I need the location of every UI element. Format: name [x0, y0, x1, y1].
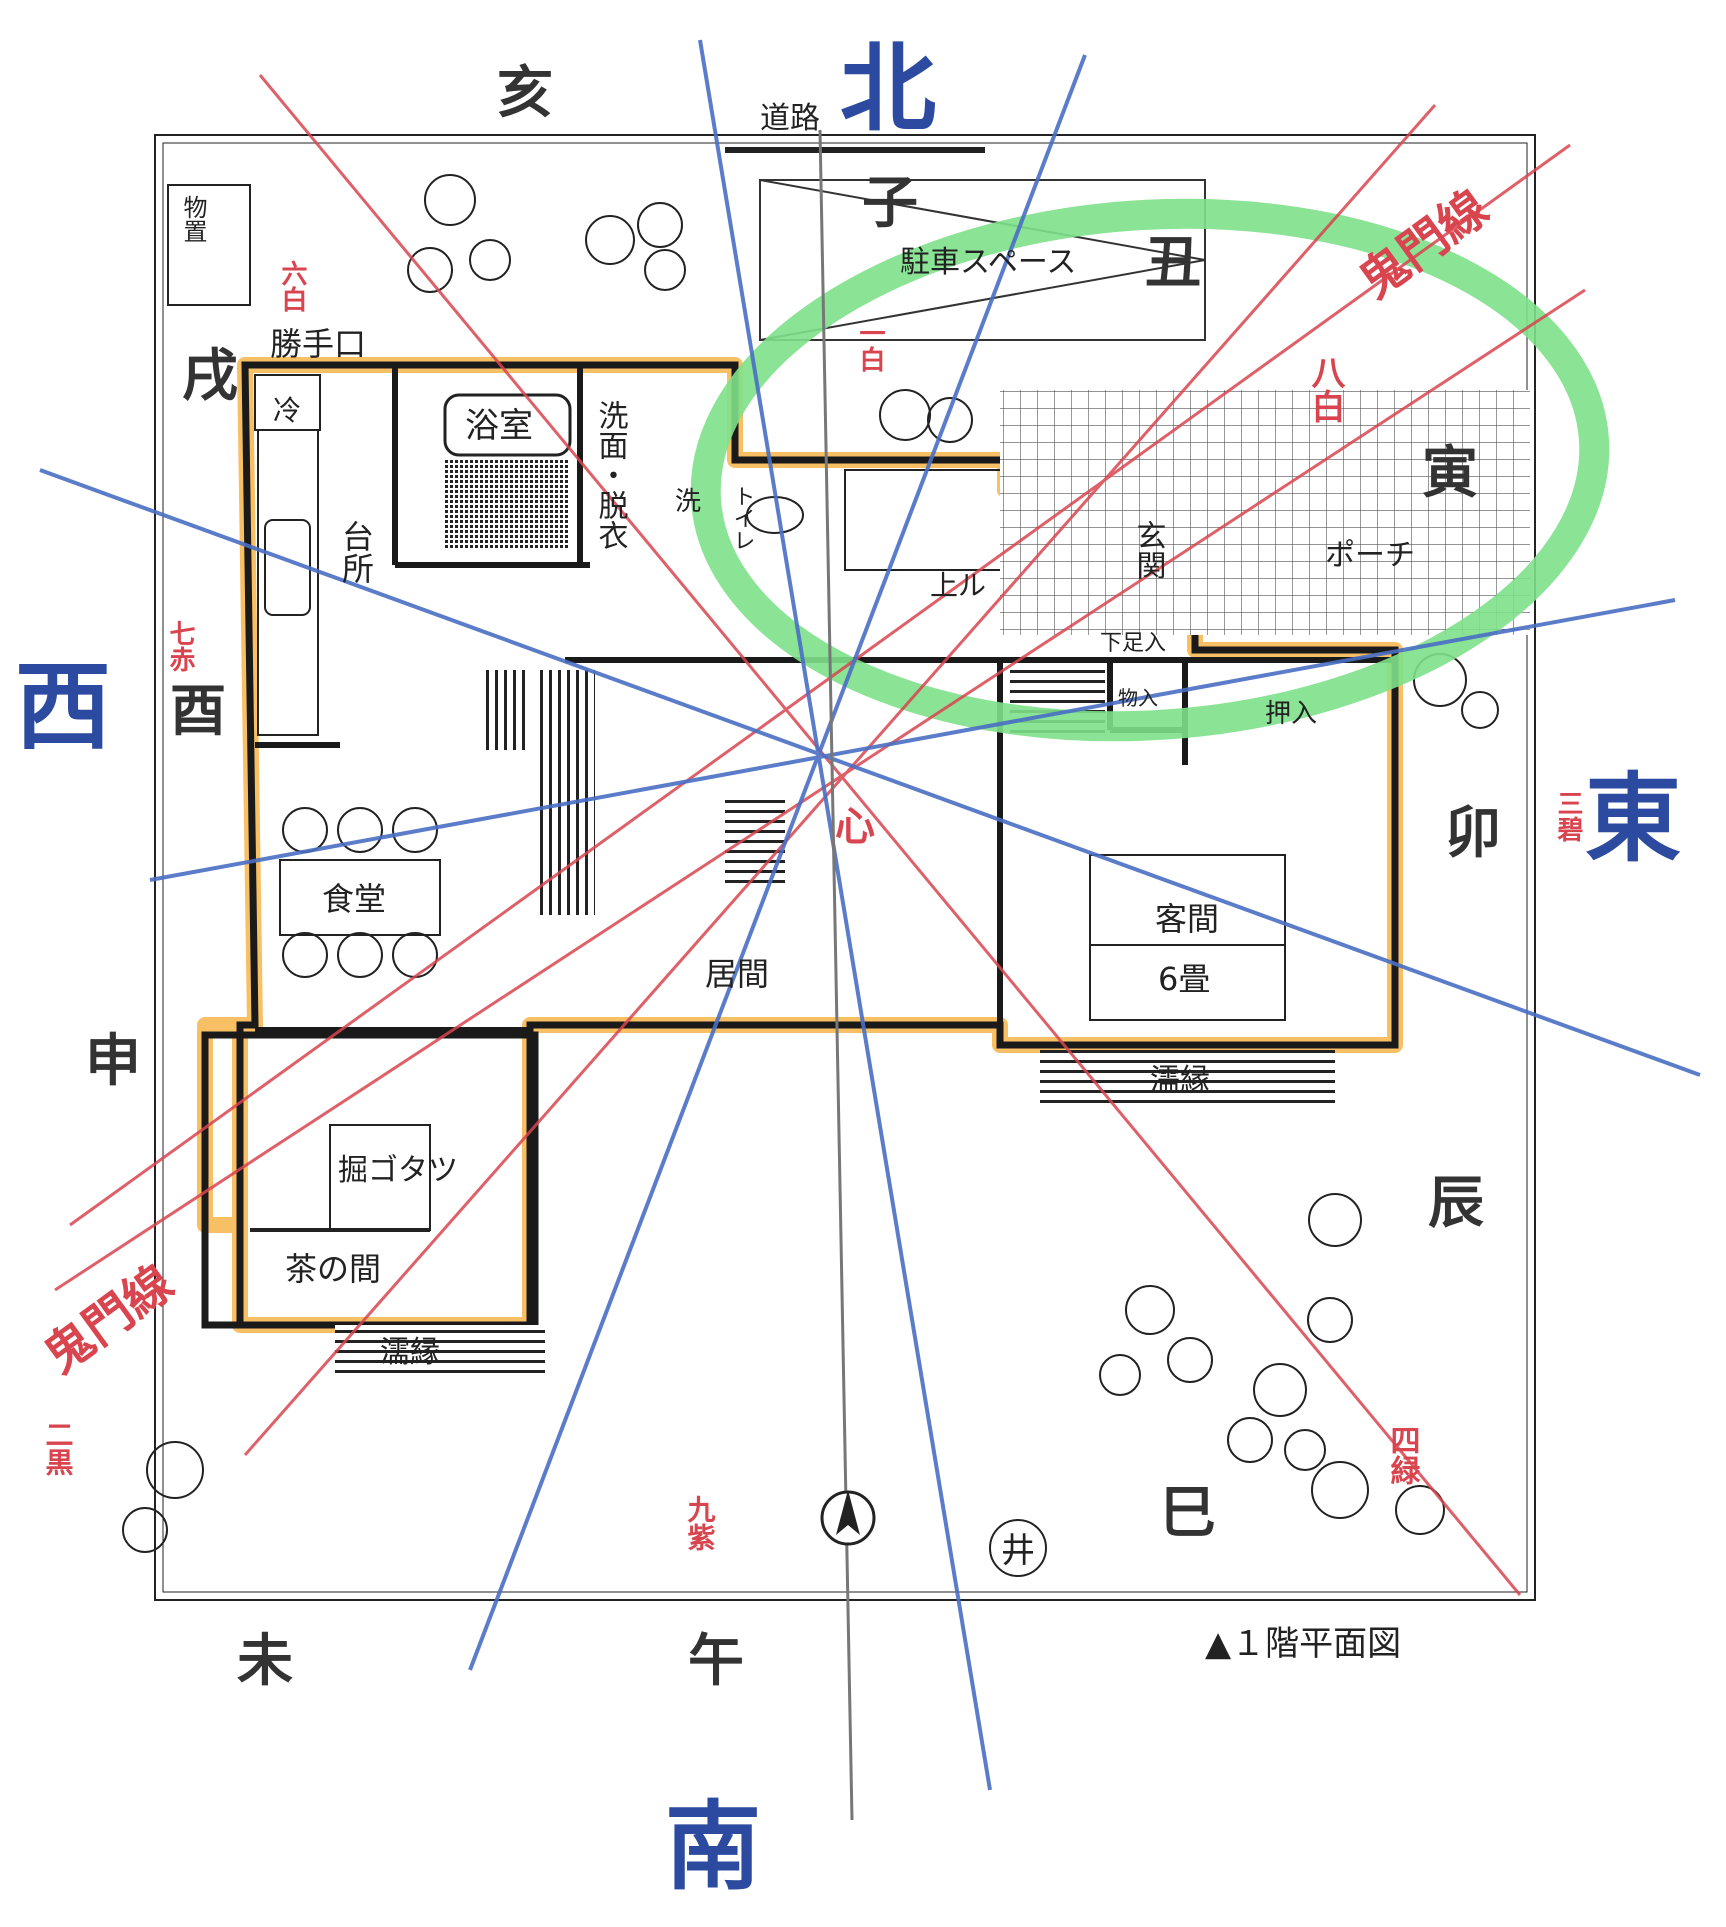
- closet-label: 押入: [1265, 699, 1317, 729]
- cardinal-directions: 北 南 東 西: [15, 32, 1681, 1903]
- star-east: 三碧: [1553, 790, 1584, 842]
- parking-label: 駐車スペース: [900, 245, 1076, 280]
- west-label: 西: [15, 650, 111, 763]
- zodiac-ushi: 丑: [1145, 231, 1201, 296]
- bath-label: 浴室: [465, 406, 533, 446]
- zodiac-mi: 巳: [1160, 1481, 1216, 1546]
- star-north: 一白: [855, 320, 885, 372]
- highlight-ellipse: [690, 198, 1610, 742]
- star-west: 七赤: [165, 620, 195, 672]
- guest-room-label: 客間: [1155, 900, 1219, 938]
- red-sector-lines: [54, 74, 1586, 1596]
- star-southeast: 四緑: [1385, 1425, 1421, 1485]
- star-northwest: 六白: [277, 260, 307, 312]
- zodiac-uma: 午: [688, 1629, 744, 1694]
- zodiac-inu: 戌: [182, 344, 238, 409]
- stairs-up-label: 上ル: [930, 569, 986, 602]
- dining-label: 食堂: [322, 880, 386, 918]
- kitchen-label: 台所: [337, 520, 375, 584]
- zodiac-hai: 亥: [497, 61, 553, 126]
- east-label: 東: [1585, 762, 1681, 875]
- zodiac-tatsu: 辰: [1428, 1171, 1484, 1236]
- room-labels: 物置 勝手口 冷 浴室 洗面・脱衣 洗 トイレ 台所 上ル 玄関 ポーチ 下足入…: [179, 195, 1415, 1370]
- tea-room-label: 茶の間: [285, 1250, 381, 1288]
- north-label: 北: [840, 32, 936, 145]
- tree-icon: [1311, 1461, 1445, 1535]
- zodiac-tori: 酉: [170, 679, 226, 744]
- well-label: 井: [1001, 1531, 1035, 1571]
- south-label: 南: [665, 1790, 761, 1903]
- star-south: 九紫: [684, 1495, 717, 1551]
- zodiac-labels: 亥 子 丑 寅 卯 辰 巳 午 未 申 酉 戌: [85, 61, 1501, 1694]
- garden-trees: [122, 174, 1499, 1553]
- tree-icon: [1227, 1363, 1326, 1471]
- tree-icon: [1307, 1297, 1353, 1343]
- parking-space: [759, 179, 1206, 341]
- road: 道路: [725, 101, 985, 153]
- kimon-line-sw: 鬼門線: [34, 1255, 183, 1385]
- well-icon: 井: [989, 1519, 1047, 1577]
- tree-icon: [879, 389, 973, 443]
- star-southwest: 二黒: [42, 1420, 75, 1476]
- tree-icon: [122, 1441, 204, 1553]
- guest-size-label: 6畳: [1158, 960, 1210, 998]
- storage-shed: [167, 184, 251, 306]
- tree-icon: [1099, 1285, 1213, 1396]
- zodiac-ne: 子: [862, 171, 918, 236]
- zodiac-tora: 寅: [1422, 441, 1478, 506]
- tree-icon: [407, 174, 511, 293]
- house-walls: [197, 357, 1530, 1375]
- porch-label: ポーチ: [1325, 538, 1415, 573]
- tree-icon: [585, 202, 686, 291]
- meridian-line: [818, 129, 854, 1821]
- zodiac-u: 卯: [1445, 801, 1501, 866]
- center-label: 心: [835, 804, 875, 850]
- washroom-label: 洗面・脱衣: [593, 400, 629, 550]
- closet-small-label: 物入: [1118, 686, 1158, 710]
- north-arrow-icon: [820, 1490, 876, 1546]
- veranda-east-label: 濡縁: [1150, 1063, 1210, 1098]
- entrance-label: 玄関: [1131, 520, 1166, 580]
- kotatsu-label: 掘ゴタツ: [338, 1153, 458, 1188]
- zodiac-saru: 申: [85, 1029, 141, 1094]
- blue-sector-lines: [39, 39, 1701, 1791]
- road-label: 道路: [760, 101, 820, 136]
- tree-icon: [1308, 1193, 1362, 1247]
- veranda-west-label: 濡縁: [380, 1335, 440, 1370]
- fridge-label: 冷: [273, 394, 301, 427]
- nine-star-labels: 一白 八白 三碧 四緑 九紫 二黒 七赤 六白: [42, 260, 1585, 1551]
- living-label: 居間: [705, 955, 769, 993]
- figure-caption: ▲１階平面図: [1205, 1624, 1401, 1664]
- storage-label: 物置: [179, 195, 207, 243]
- service-door-label: 勝手口: [270, 325, 366, 363]
- washer-label: 洗: [675, 487, 701, 517]
- star-northeast: 八白: [1305, 355, 1345, 423]
- toilet-label: トイレ: [730, 485, 755, 551]
- property-boundary: [154, 134, 1536, 1601]
- shoe-box-label: 下足入: [1100, 631, 1166, 656]
- zodiac-hitsuji: 未: [237, 1629, 293, 1694]
